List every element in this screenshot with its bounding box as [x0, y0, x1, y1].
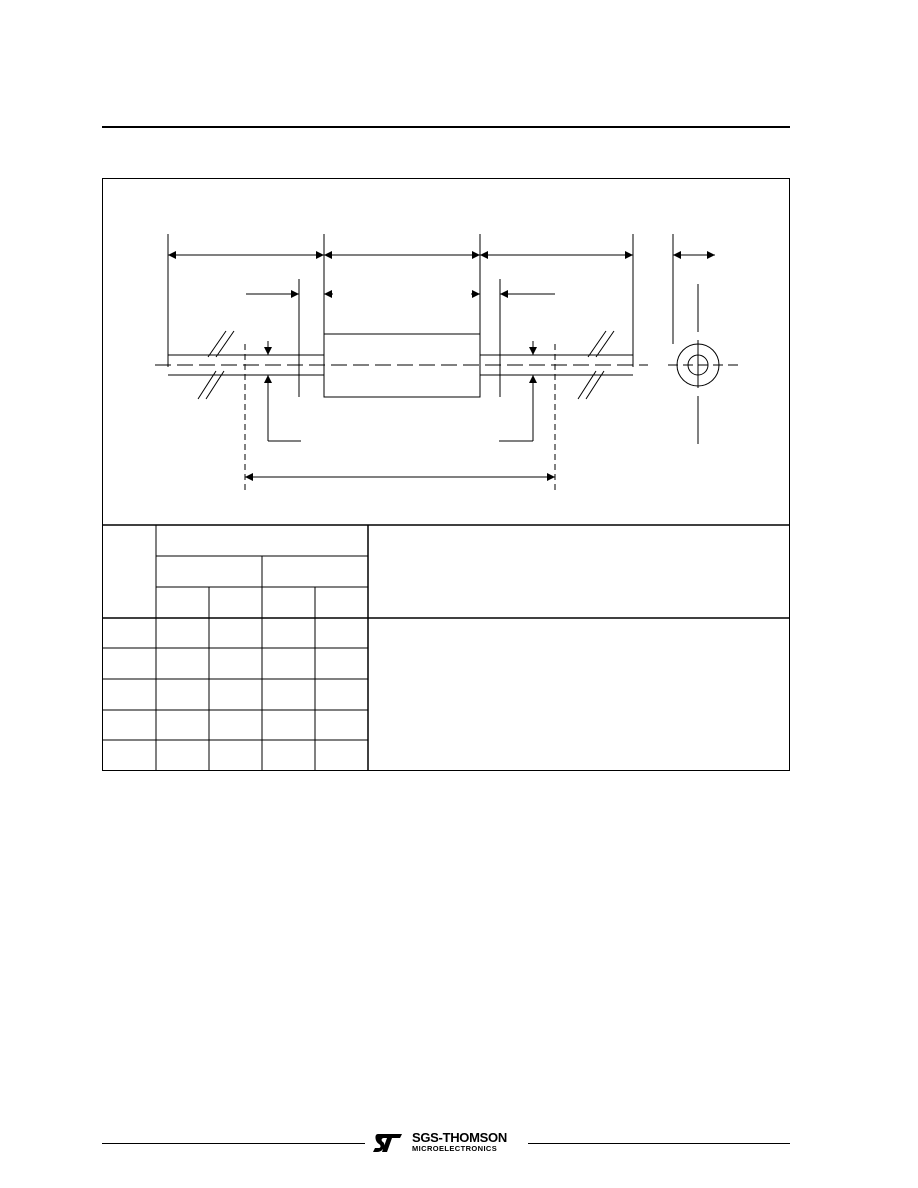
- header-rule: [102, 126, 790, 128]
- logo-subbrand-text: MICROELECTRONICS: [412, 1144, 498, 1153]
- company-logo: SGS-THOMSON MICROELECTRONICS: [372, 1130, 522, 1158]
- st-logo-icon: [373, 1134, 402, 1152]
- break-mark: [197, 370, 217, 400]
- break-mark: [587, 330, 607, 358]
- package-outline-frame: [102, 178, 790, 771]
- break-mark: [585, 370, 605, 400]
- dimensions-table: [103, 524, 789, 770]
- break-mark: [577, 370, 597, 400]
- break-mark: [207, 330, 227, 358]
- break-mark: [595, 330, 615, 358]
- footer-rule-left: [102, 1143, 365, 1144]
- logo-brand-text: SGS-THOMSON: [412, 1130, 507, 1145]
- package-mechanical-drawing: [155, 234, 741, 494]
- footer-rule-right: [528, 1143, 790, 1144]
- break-mark: [215, 330, 235, 358]
- break-mark: [205, 370, 225, 400]
